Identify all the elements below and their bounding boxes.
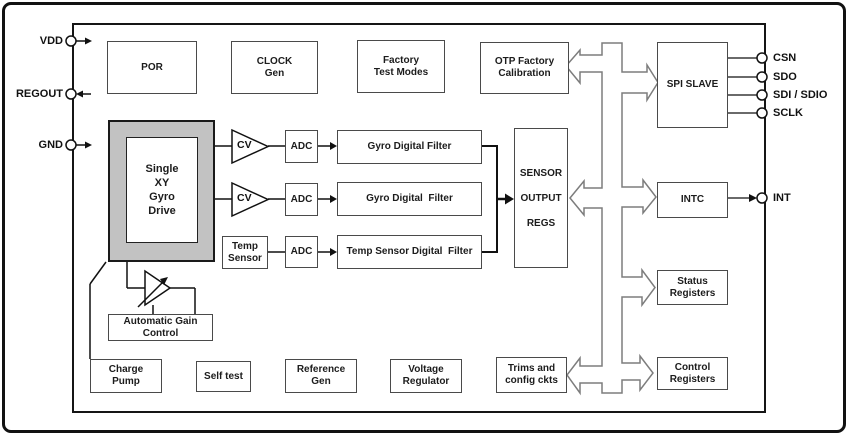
block-temp-sensor: Temp Sensor: [222, 236, 268, 269]
cv2-label: CV: [237, 192, 252, 204]
data-bus: [565, 42, 659, 396]
cv1-triangle: [231, 128, 270, 165]
block-clock-gen: CLOCK Gen: [231, 41, 318, 94]
int-arrowhead: [749, 194, 757, 202]
block-self-test: Self test: [196, 361, 251, 392]
chip-outline: [72, 23, 766, 413]
sdi-sdio-pin: [756, 89, 768, 101]
block-charge-pump: Charge Pump: [90, 359, 162, 393]
block-por: POR: [107, 41, 197, 94]
block-spi-slave: SPI SLAVE: [657, 42, 728, 128]
block-otp-calibration: OTP Factory Calibration: [480, 42, 569, 94]
sdo-label: SDO: [773, 71, 797, 83]
vdd-arrow-in: [85, 37, 92, 45]
vga-gain-arrowhead: [160, 277, 168, 285]
adc3-arrowhead: [330, 248, 337, 256]
gnd-arrow-in: [85, 141, 92, 149]
block-reference-gen: Reference Gen: [285, 359, 357, 393]
adc1-arrowhead: [330, 142, 337, 150]
regout-label: REGOUT: [15, 88, 63, 100]
csn-label: CSN: [773, 52, 797, 64]
gnd-label: GND: [38, 139, 63, 151]
int-pin: [756, 192, 768, 204]
block-adc3: ADC: [285, 236, 318, 268]
block-voltage-regulator: Voltage Regulator: [390, 359, 462, 393]
block-intc: INTC: [657, 182, 728, 218]
sensor-regs-arrowhead: [505, 193, 514, 205]
cv1-label: CV: [237, 139, 252, 151]
cv2-triangle: [231, 181, 270, 218]
sdo-pin: [756, 71, 768, 83]
block-gyro-drive-outer: Single XY Gyro Drive: [108, 120, 215, 262]
block-status-registers: Status Registers: [657, 270, 728, 305]
block-gyro-drive: Single XY Gyro Drive: [126, 137, 198, 243]
vdd-pin: [65, 35, 77, 47]
sclk-label: SCLK: [773, 107, 803, 119]
regout-arrow-out: [76, 90, 83, 98]
block-adc2: ADC: [285, 183, 318, 216]
block-factory-test: Factory Test Modes: [357, 40, 445, 93]
block-trims-config: Trims and config ckts: [496, 357, 567, 393]
vdd-label: VDD: [39, 35, 63, 47]
regout-pin: [65, 88, 77, 100]
int-label: INT: [773, 192, 791, 204]
csn-pin: [756, 52, 768, 64]
sclk-pin: [756, 107, 768, 119]
sdi-sdio-label: SDI / SDIO: [773, 89, 828, 101]
adc2-arrowhead: [330, 195, 337, 203]
gnd-pin: [65, 139, 77, 151]
block-adc1: ADC: [285, 130, 318, 163]
block-gyro-filter-2: Gyro Digital Filter: [337, 182, 482, 216]
block-control-registers: Control Registers: [657, 357, 728, 390]
block-gyro-filter-1: Gyro Digital Filter: [337, 130, 482, 164]
block-agc: Automatic Gain Control: [108, 314, 213, 341]
block-temp-filter: Temp Sensor Digital Filter: [337, 235, 482, 269]
block-sensor-output-regs: SENSOR OUTPUT REGS: [514, 128, 568, 268]
